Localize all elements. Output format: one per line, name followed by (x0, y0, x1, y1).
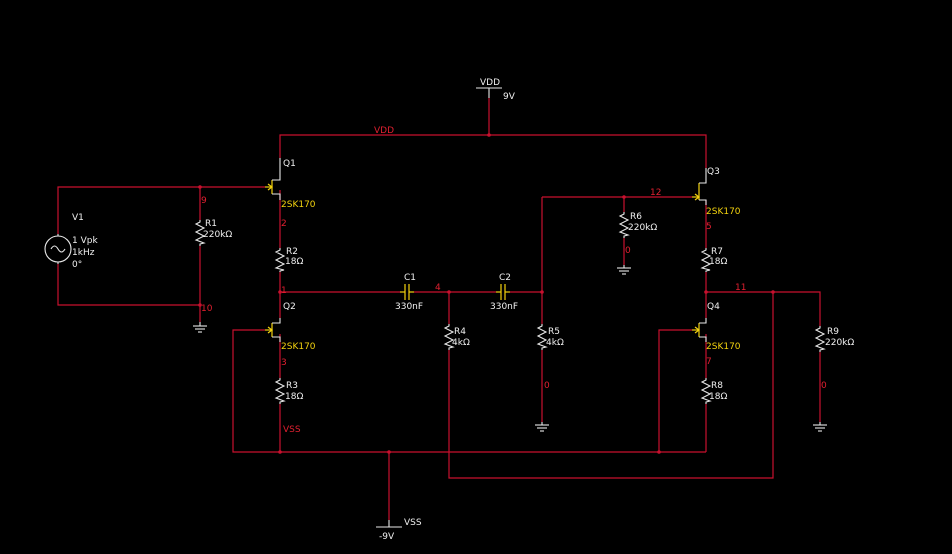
q1-model: 2SK170 (281, 200, 316, 210)
net-11: 11 (735, 283, 746, 293)
q4-model: 2SK170 (706, 342, 741, 352)
net-3: 3 (281, 358, 287, 368)
r2-value: 18Ω (285, 257, 303, 267)
ground-symbols (193, 265, 827, 432)
net-7: 7 (706, 357, 712, 367)
q3-model: 2SK170 (706, 207, 741, 217)
q3-ref: Q3 (707, 167, 720, 177)
transistor-q4[interactable]: Q4 2SK170 (692, 302, 741, 352)
net-0-r6: 0 (625, 246, 631, 256)
vss-supply[interactable]: VSS -9V (376, 518, 422, 542)
net-labels: 9 10 2 1 3 VSS 4 12 0 5 11 7 0 0 (201, 188, 827, 435)
v1-source[interactable]: V1 1 Vpk 1kHz 0° (44, 213, 98, 270)
q4-ref: Q4 (707, 302, 720, 312)
net-9: 9 (201, 196, 207, 206)
transistor-q3[interactable]: Q3 2SK170 (692, 167, 741, 217)
jfet-arrow-icon (694, 326, 700, 334)
c2-ref: C2 (499, 273, 511, 283)
vdd-name: VDD (480, 78, 500, 88)
r4-value: 4kΩ (452, 338, 470, 348)
r9-ref: R9 (827, 327, 839, 337)
vdd-value: 9V (503, 92, 516, 102)
r6-value: 220kΩ (628, 223, 657, 233)
net-10: 10 (201, 304, 213, 314)
resistor-r4[interactable]: R4 4kΩ (443, 324, 470, 350)
net-0-r9: 0 (821, 381, 827, 391)
c1-value: 330nF (395, 302, 423, 312)
v1-freq: 1kHz (72, 248, 95, 258)
r8-value: 18Ω (709, 392, 727, 402)
wires (57, 98, 821, 520)
jfet-arrow-icon (267, 326, 273, 334)
resistor-r3[interactable]: R3 18Ω (274, 378, 303, 404)
r9-value: 220kΩ (825, 338, 854, 348)
capacitor-c2[interactable]: C2 330nF (490, 273, 518, 312)
jfet-arrow-icon (267, 183, 273, 191)
jfet-arrow-icon (694, 193, 700, 201)
c1-ref: C1 (404, 273, 416, 283)
vss-value: -9V (379, 532, 395, 542)
r7-value: 18Ω (709, 257, 727, 267)
resistor-r6[interactable]: R6 220kΩ (618, 212, 657, 238)
resistor-r7[interactable]: R7 18Ω (700, 247, 727, 272)
net-5: 5 (706, 222, 712, 232)
r3-ref: R3 (286, 381, 298, 391)
net-12: 12 (650, 188, 661, 198)
net-2: 2 (281, 219, 287, 229)
q2-ref: Q2 (283, 302, 296, 312)
resistor-r9[interactable]: R9 220kΩ (814, 326, 854, 352)
v1-ref: V1 (72, 213, 84, 223)
net-0-r5: 0 (544, 381, 550, 391)
vss-net-label: VSS (283, 425, 301, 435)
r2-ref: R2 (286, 247, 298, 257)
c2-value: 330nF (490, 302, 518, 312)
r3-value: 18Ω (285, 392, 303, 402)
v1-phase: 0° (72, 260, 82, 270)
ground-icon (813, 422, 827, 432)
ground-icon (193, 322, 207, 333)
vdd-net-label: VDD (374, 126, 394, 136)
r4-ref: R4 (454, 327, 466, 337)
r1-value: 220kΩ (203, 230, 232, 240)
capacitor-c1[interactable]: C1 330nF (395, 273, 423, 312)
junctions (198, 133, 775, 454)
r1-ref: R1 (205, 219, 217, 229)
transistor-q2[interactable]: Q2 2SK170 (265, 302, 316, 352)
r6-ref: R6 (630, 212, 642, 222)
resistor-r8[interactable]: R8 18Ω (700, 378, 727, 404)
r5-ref: R5 (548, 327, 560, 337)
sine-icon (50, 245, 66, 253)
vdd-supply[interactable]: VDD 9V (476, 78, 516, 102)
resistor-r2[interactable]: R2 18Ω (274, 247, 303, 272)
resistor-r1[interactable]: R1 220kΩ (194, 219, 232, 246)
ground-icon (535, 422, 549, 432)
r5-value: 4kΩ (546, 338, 564, 348)
net-1: 1 (281, 286, 287, 296)
r8-ref: R8 (711, 381, 723, 391)
v1-amplitude: 1 Vpk (72, 236, 98, 246)
net-4: 4 (435, 283, 441, 293)
q2-model: 2SK170 (281, 342, 316, 352)
vss-name: VSS (404, 518, 422, 528)
r7-ref: R7 (711, 247, 723, 257)
ground-icon (617, 265, 631, 275)
transistor-q1[interactable]: Q1 2SK170 (265, 158, 316, 210)
resistor-r5[interactable]: R5 4kΩ (536, 324, 564, 350)
q1-ref: Q1 (283, 159, 296, 169)
